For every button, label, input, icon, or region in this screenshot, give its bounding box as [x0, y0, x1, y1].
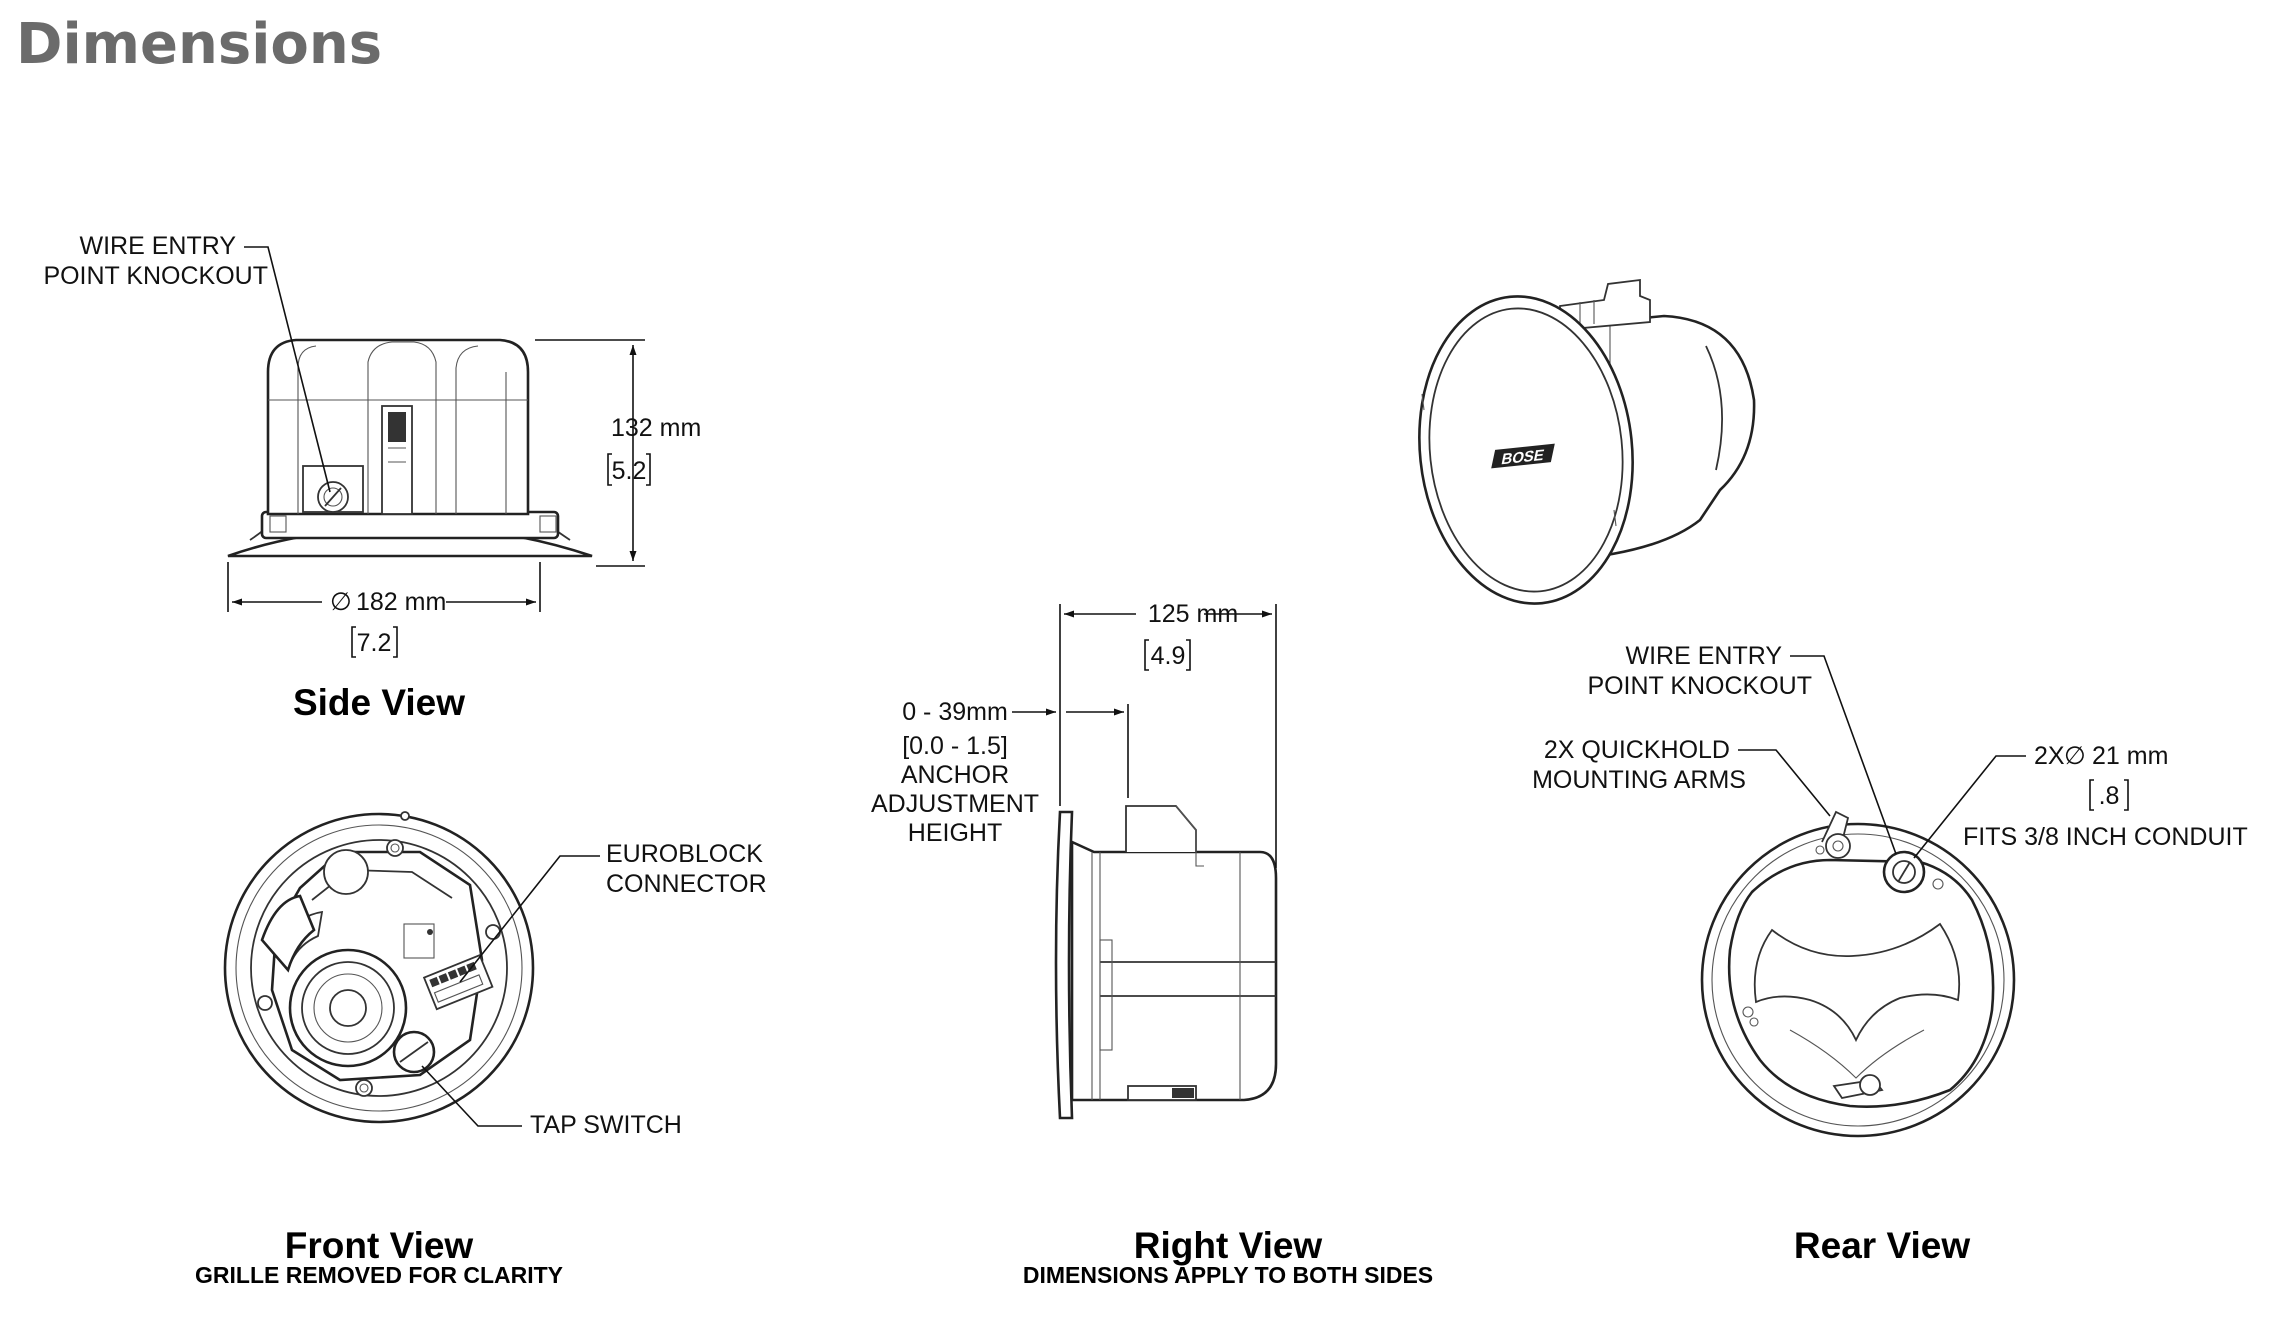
rear-view: WIRE ENTRY POINT KNOCKOUT 2X QUICKHOLD M… [1532, 642, 2248, 1266]
iso-view-speaker-drawing: BOSE [1418, 278, 1756, 605]
rear-callout-wire-entry-line2: POINT KNOCKOUT [1587, 672, 1812, 700]
rear-knockout-mm: 21 mm [2092, 742, 2168, 770]
rear-callout-arms-leader [1738, 749, 1831, 817]
side-diameter-in: 7.2 [357, 629, 392, 657]
rear-knockout-inch-box: .8 [2089, 779, 2129, 811]
side-view: WIRE ENTRY POINT KNOCKOUT 132 mm 5.2 ∅ 1… [43, 232, 701, 723]
front-view-speaker-drawing [223, 811, 535, 1124]
front-view-subtitle: GRILLE REMOVED FOR CLARITY [195, 1262, 563, 1288]
front-callout-tap-switch: TAP SWITCH [530, 1111, 682, 1139]
right-view-title: Right View [1134, 1225, 1323, 1266]
front-callout-tap-leader [421, 1065, 522, 1127]
right-anchor-label-line3: HEIGHT [908, 819, 1002, 847]
side-diameter-inch-box: 7.2 [351, 626, 398, 658]
right-anchor-mm: 0 - 39mm [902, 698, 1008, 726]
rear-callout-wire-entry-line1: WIRE ENTRY [1626, 642, 1783, 670]
right-anchor-label-line1: ANCHOR [901, 761, 1009, 789]
rear-callout-wire-leader [1790, 655, 1897, 855]
right-view-speaker-drawing [1054, 805, 1278, 1120]
side-callout-wire-entry-line1: WIRE ENTRY [80, 232, 237, 260]
rear-knockout-symbol: ∅ [2064, 742, 2086, 770]
rear-view-title: Rear View [1794, 1225, 1970, 1266]
side-callout-wire-leader [244, 246, 331, 493]
side-diameter-symbol: ∅ [330, 588, 352, 616]
right-view: 125 mm 4.9 0 - 39mm [0.0 - 1.5] ANCHOR A… [871, 600, 1433, 1288]
front-view-title: Front View [285, 1225, 474, 1266]
rear-callout-arms-line1: 2X QUICKHOLD [1544, 736, 1730, 764]
bose-logo-text: BOSE [1500, 447, 1546, 468]
rear-conduit-note: FITS 3/8 INCH CONDUIT [1963, 823, 2248, 851]
front-view: EUROBLOCK CONNECTOR TAP SWITCH Front Vie… [195, 811, 767, 1288]
side-height-in: 5.2 [612, 457, 647, 485]
rear-callout-knockout-leader [1913, 755, 2026, 859]
side-height-mm: 132 mm [611, 414, 701, 442]
front-callout-euroblock-leader [459, 855, 600, 983]
right-anchor-in: [0.0 - 1.5] [902, 732, 1008, 760]
rear-callout-arms-line2: MOUNTING ARMS [1532, 766, 1746, 794]
right-view-subtitle: DIMENSIONS APPLY TO BOTH SIDES [1023, 1262, 1433, 1288]
right-depth-inch-box: 4.9 [1144, 639, 1191, 671]
bose-logo: BOSE [1491, 443, 1555, 468]
front-callout-euroblock-line2: CONNECTOR [606, 870, 767, 898]
right-anchor-label-line2: ADJUSTMENT [871, 790, 1039, 818]
side-callout-wire-entry-line2: POINT KNOCKOUT [43, 262, 268, 290]
side-view-title: Side View [293, 682, 465, 723]
iso-view: BOSE [1418, 278, 1756, 605]
right-depth-mm: 125 mm [1148, 600, 1238, 628]
rear-view-speaker-drawing [1700, 810, 2016, 1138]
side-diameter-mm: 182 mm [356, 588, 446, 616]
side-height-inch-box: 5.2 [607, 453, 651, 486]
page-title: Dimensions [16, 12, 382, 77]
side-view-speaker-drawing [227, 338, 593, 558]
right-depth-in: 4.9 [1151, 642, 1186, 670]
rear-knockout-prefix: 2X [2034, 742, 2065, 770]
front-callout-euroblock-line1: EUROBLOCK [606, 840, 763, 868]
rear-knockout-in: .8 [2099, 782, 2120, 810]
